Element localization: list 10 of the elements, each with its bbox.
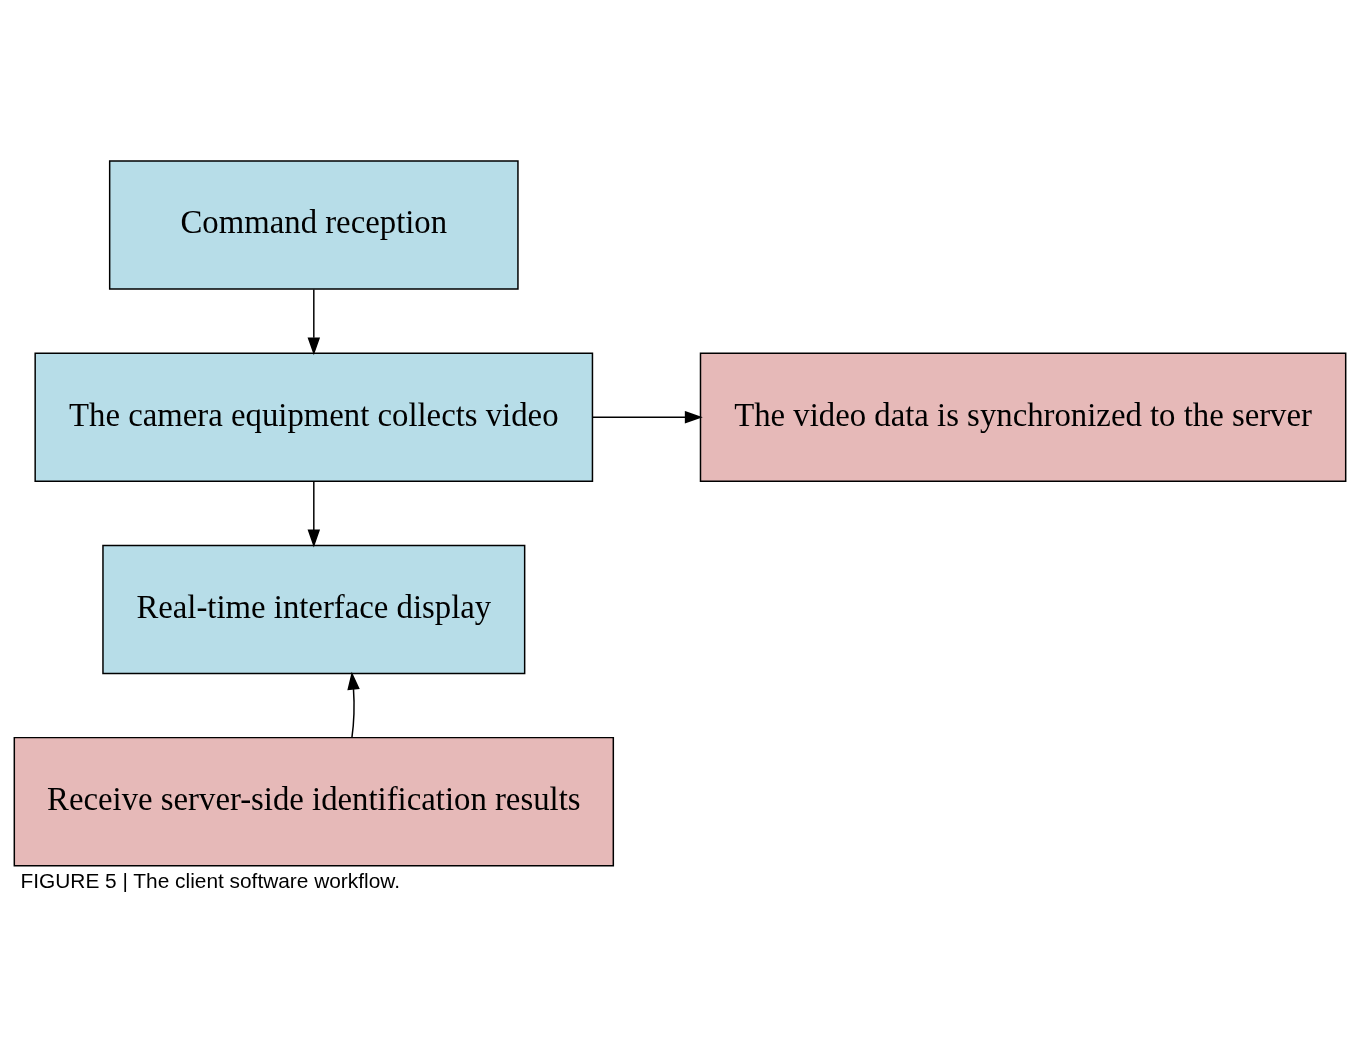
- caption: FIGURE 5 | The client software workflow.: [20, 868, 400, 892]
- node-box: The video data is synchronized to the server: [699, 351, 1347, 482]
- node-box: Receive server-side identification results: [13, 736, 615, 866]
- node-box: Real-time interface display: [102, 544, 526, 674]
- arrow: [347, 671, 360, 738]
- arrow: [307, 480, 321, 547]
- arrow: [592, 410, 703, 424]
- arrow: [307, 288, 321, 355]
- node-box: Command reception: [108, 159, 519, 290]
- node-box: The camera equipment collects video: [34, 351, 594, 482]
